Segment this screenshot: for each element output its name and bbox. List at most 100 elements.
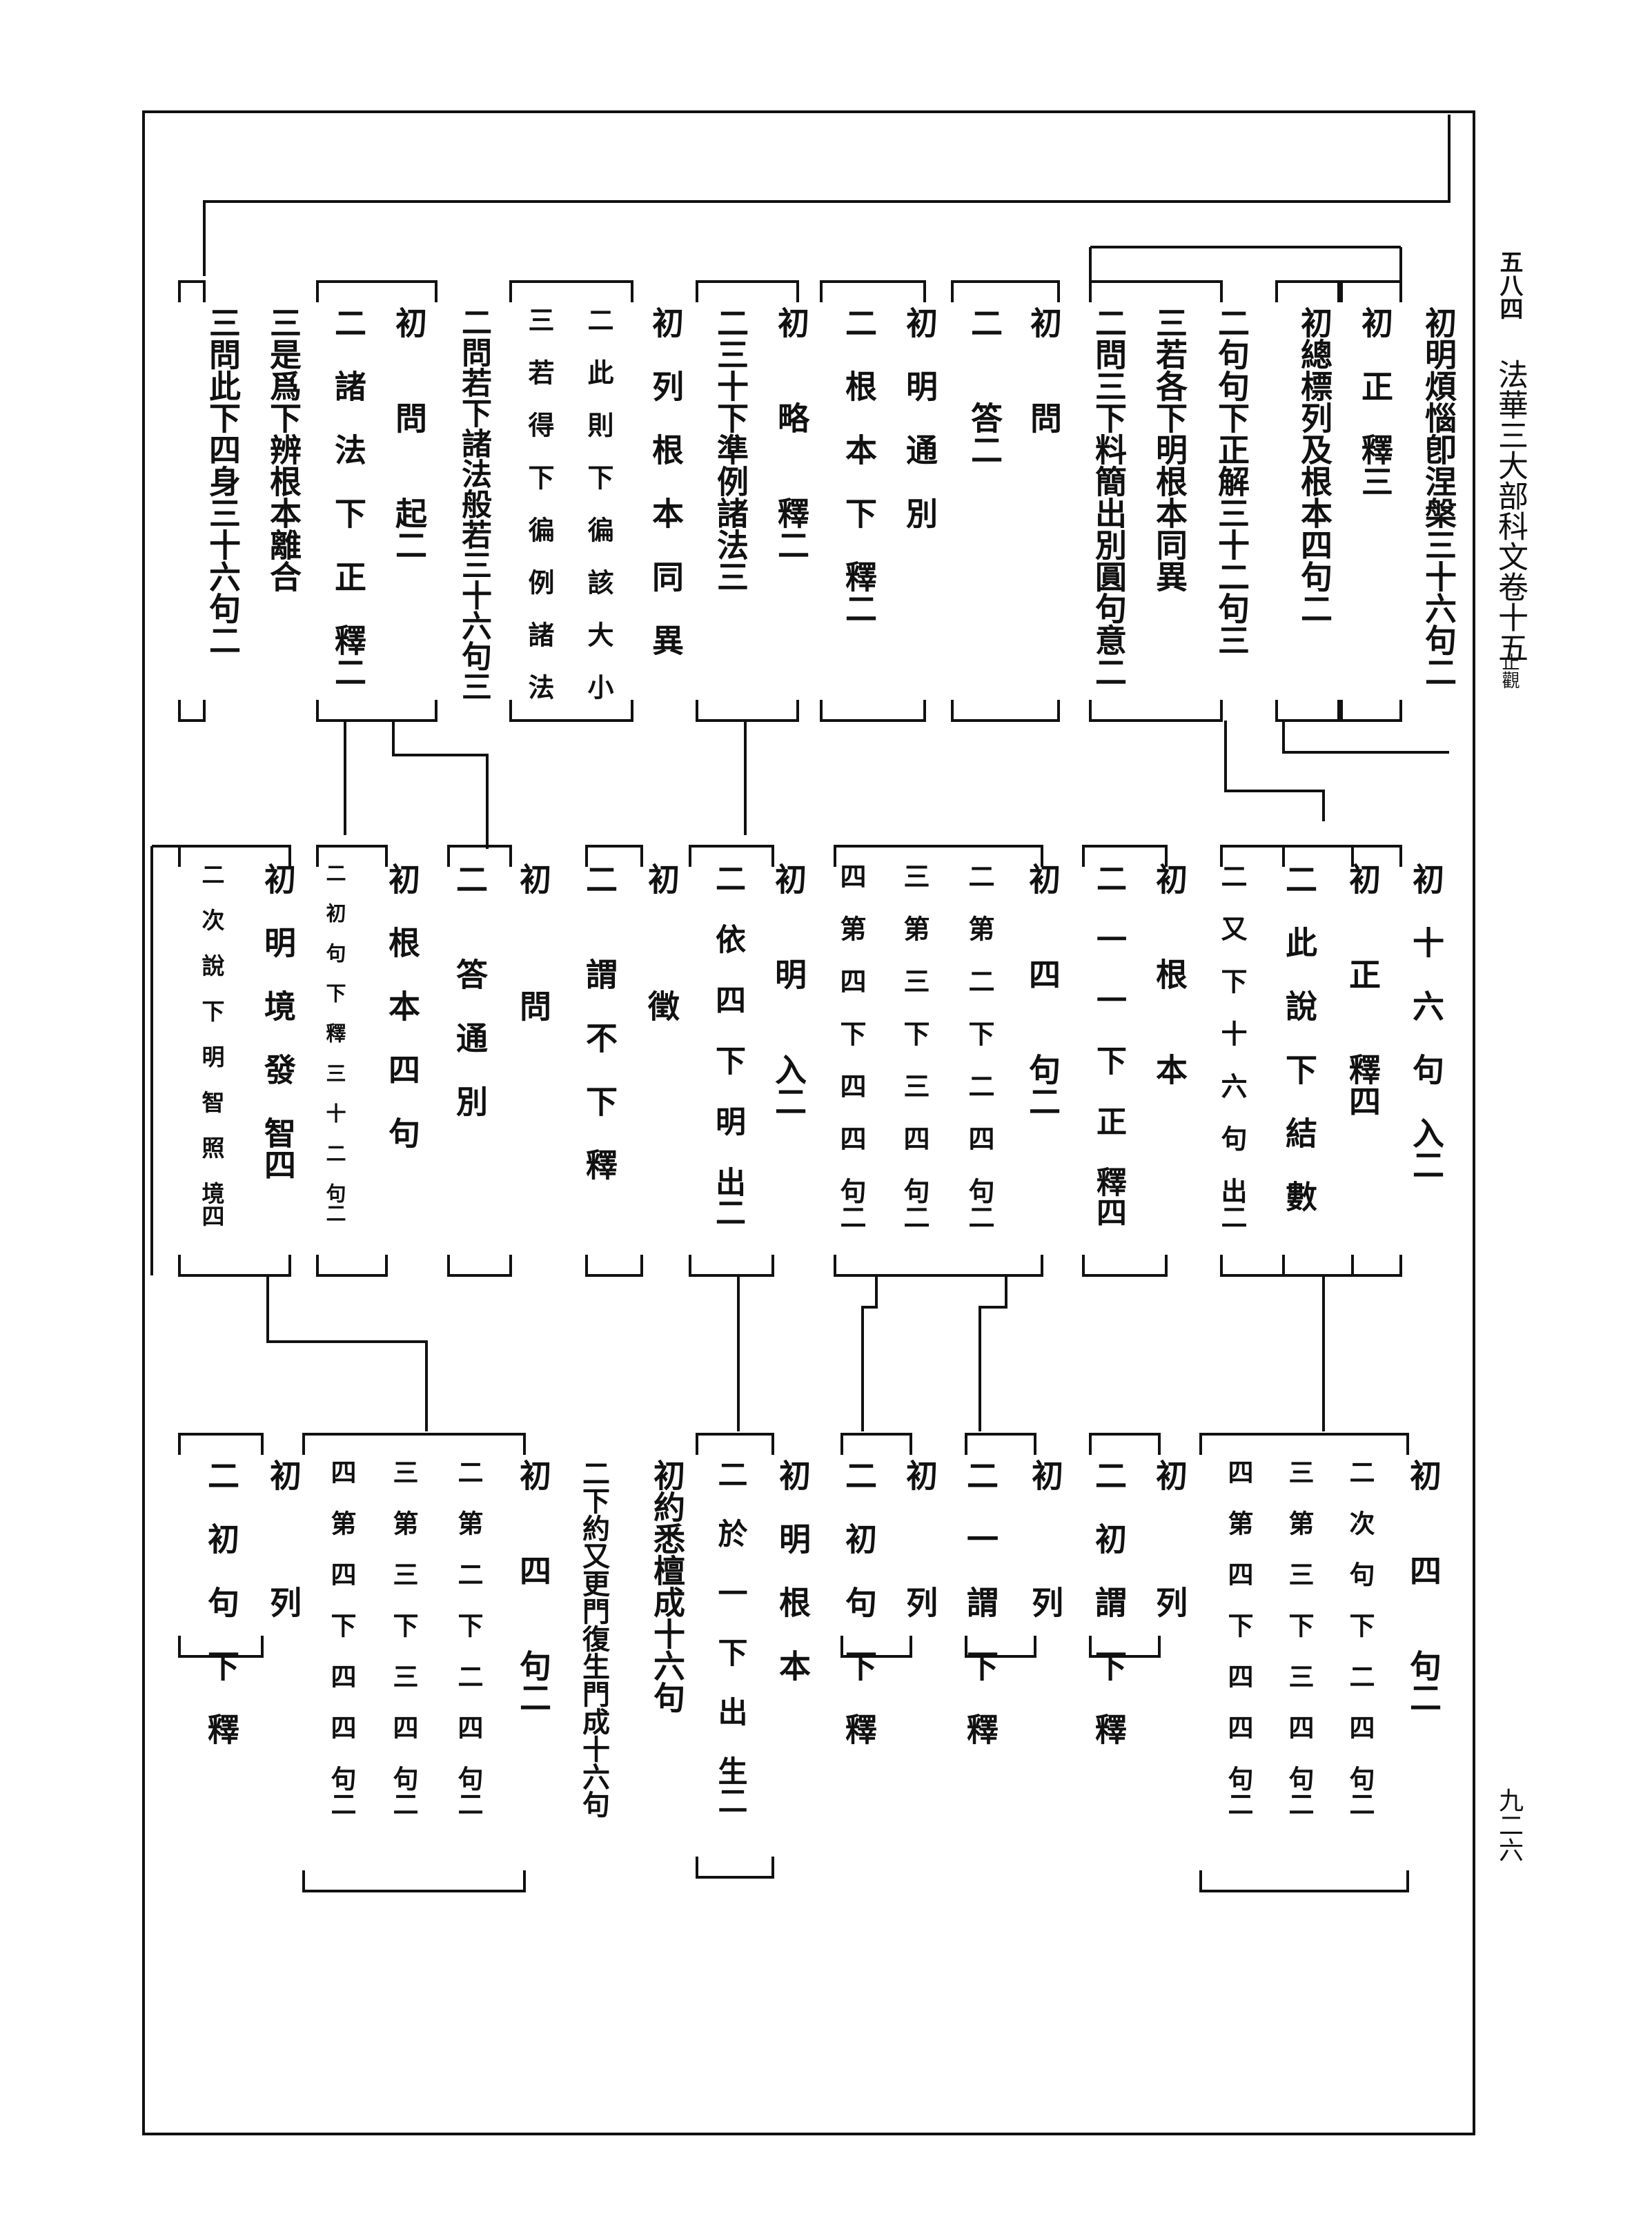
bracket-top [1089, 1433, 1161, 1455]
middle-outline-entry: 二 初 句 下 釋 三 十 二 句二 [323, 863, 346, 1223]
bracket-bottom [840, 1636, 912, 1658]
middle-outline-entry: 初 根 本 四 句 [384, 863, 421, 1148]
bottom-outline-entry: 初 列 [265, 1459, 302, 1618]
bottom-outline-entry: 三 第 三 下 三 四 句二 [1284, 1459, 1315, 1817]
bottom-outline-entry: 二 初 謂 下 釋 [1090, 1459, 1128, 1745]
bottom-outline-entry: 初 列 [1027, 1459, 1064, 1618]
bracket-top [1337, 280, 1402, 302]
bracket-bottom [1199, 1870, 1409, 1892]
bracket-top [1089, 280, 1223, 302]
top-outline-entry: 二 此 則 下 徧 該 大 小 [583, 306, 614, 700]
bracket-top [840, 1433, 912, 1455]
connector [392, 721, 489, 849]
top-spine [203, 115, 1451, 276]
top-outline-entry: 初 略 釋二 [773, 306, 810, 560]
bottom-outline-entry: 二 次 句 下 二 四 句二 [1345, 1459, 1375, 1817]
bracket-top [316, 280, 437, 302]
bracket-top [965, 1433, 1036, 1455]
bracket-bottom [1089, 700, 1223, 722]
middle-outline-entry: 二 一 一 下 正 釋四 [1091, 863, 1126, 1227]
top-outline-entry: 三問此下四身三十六句二 [204, 306, 242, 656]
top-outline-entry: 初 問 起二 [391, 306, 428, 560]
bracket-bottom [1282, 1255, 1354, 1277]
bracket-top [1275, 280, 1343, 302]
top-outline-entry: 初 正 釋三 [1357, 306, 1394, 497]
middle-outline-entry: 二 次 說 下 明 智 照 境四 [198, 863, 225, 1227]
middle-outline-entry: 二 此 說 下 結 數 [1281, 863, 1318, 1212]
bracket-top [696, 280, 799, 302]
bracket-top [689, 845, 774, 867]
middle-outline-entry: 初 根 本 [1151, 863, 1188, 1085]
bracket-bottom [178, 1255, 291, 1277]
bottom-outline-entry: 初 列 [1151, 1459, 1188, 1618]
bracket-bottom [585, 1255, 643, 1277]
bracket-top [302, 1433, 526, 1455]
middle-outline-entry: 二 第 二 下 二 四 句二 [964, 863, 995, 1230]
bracket-bottom [316, 700, 437, 722]
top-outline-entry: 二問若下諸法般若三十六句三 [456, 306, 491, 701]
bracket-bottom [178, 700, 206, 722]
bottom-outline-entry: 三 第 三 下 三 四 句二 [389, 1459, 419, 1817]
bracket-top [820, 280, 926, 302]
bracket-bottom [965, 1636, 1036, 1658]
bracket-top [1199, 1433, 1409, 1455]
top-outline-entry: 初 列 根 本 同 異 [647, 306, 685, 656]
middle-outline-entry: 二 謂 不 下 釋 [581, 863, 618, 1180]
bottom-outline-entry: 二 一 謂 下 釋 [962, 1459, 999, 1745]
bracket-bottom [1275, 700, 1343, 722]
top-outline-entry: 二句句下正解三十二句三 [1213, 306, 1250, 656]
bracket-bottom [951, 700, 1060, 722]
top-outline-entry: 三是爲下辨根本離合 [265, 306, 302, 592]
bracket-top [585, 845, 643, 867]
bottom-outline-entry: 初 四 句二 [1405, 1459, 1442, 1713]
bracket-bottom [1220, 1255, 1402, 1277]
bottom-outline-entry: 二下約又更門復生門成十六句 [578, 1459, 610, 1818]
middle-outline-entry: 初 明 入二 [770, 863, 807, 1117]
middle-outline-entry: 初 問 [515, 863, 552, 1021]
top-outline-entry: 初 明 通 別 [901, 306, 938, 529]
middle-outline-entry: 二 又 下 十 六 句 出二 [1217, 863, 1248, 1230]
middle-outline-entry: 初 四 句二 [1024, 863, 1061, 1117]
bracket-bottom [178, 1636, 264, 1658]
bracket-bottom [1082, 1255, 1168, 1277]
middle-outline-entry: 二 答 通 別 [451, 863, 489, 1117]
bracket-bottom [689, 1255, 774, 1277]
bottom-outline-entry: 初約悉檀成十六句 [649, 1459, 686, 1713]
middle-outline-entry: 四 第 四 下 四 四 句二 [836, 863, 867, 1230]
bracket-bottom [1089, 1636, 1161, 1658]
bracket-top [509, 280, 633, 302]
middle-outline-entry: 初 十 六 句 入二 [1408, 863, 1445, 1180]
top-outline-entry: 二三十下準例諸法三 [712, 306, 749, 592]
middle-outline-entry: 三 第 三 下 三 四 句二 [899, 863, 930, 1230]
top-outline-entry: 二 諸 法 下 正 釋二 [330, 306, 367, 687]
bracket-bottom [696, 700, 799, 722]
bracket-top [696, 1433, 774, 1455]
connector [1224, 721, 1325, 821]
connector [979, 1275, 1007, 1431]
top-outline-entry: 初總標列及根本四句二 [1296, 306, 1333, 624]
bracket-bottom [447, 1255, 512, 1277]
bracket-bottom [696, 1857, 774, 1879]
bracket-top [1082, 845, 1168, 867]
top-outline-entry: 二 答二 [966, 306, 1003, 465]
bracket-top [178, 280, 206, 302]
bracket-top [178, 1433, 264, 1455]
bracket-top [178, 845, 291, 867]
bracket-top [316, 845, 388, 867]
connector [266, 1275, 428, 1431]
bottom-outline-entry: 四 第 四 下 四 四 句二 [1223, 1459, 1254, 1817]
volume-note: 止觀 [1499, 653, 1520, 689]
connector [861, 1275, 878, 1431]
bottom-outline-entry: 二 於 一 下 出 生二 [713, 1459, 747, 1815]
page-border [142, 110, 1475, 2135]
bracket-bottom [316, 1255, 388, 1277]
bracket-top [1282, 845, 1354, 867]
bottom-outline-entry: 二 第 二 下 二 四 句二 [453, 1459, 484, 1817]
bottom-outline-entry: 初 明 根 本 [774, 1459, 812, 1681]
bottom-outline-entry: 四 第 四 下 四 四 句二 [326, 1459, 357, 1817]
bottom-outline-entry: 初 四 句二 [515, 1459, 552, 1713]
bracket-top [834, 845, 1043, 867]
bracket-top [447, 845, 512, 867]
